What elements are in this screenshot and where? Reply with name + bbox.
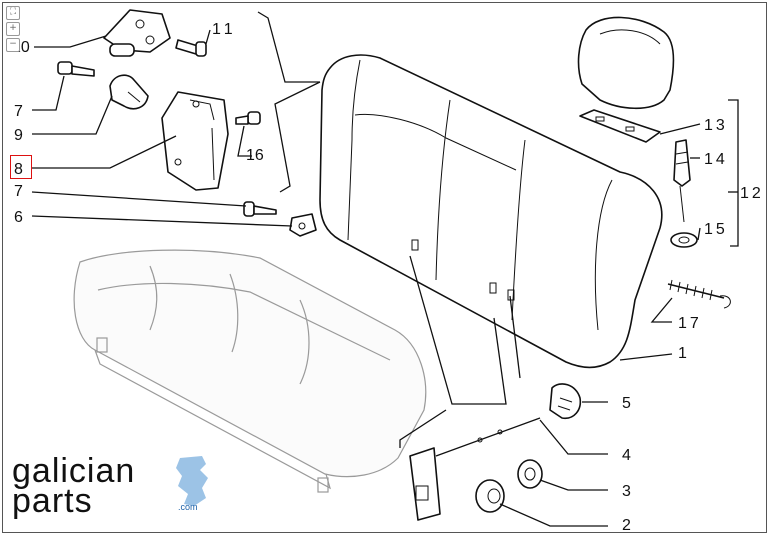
logo-wordmark: galician parts (12, 452, 136, 520)
callout-5[interactable]: 5 (622, 395, 631, 412)
spring-17[interactable] (667, 279, 731, 309)
bolt-7-lower[interactable] (243, 201, 277, 217)
callout-2[interactable]: 2 (622, 517, 631, 534)
callout-14[interactable]: 14 (704, 151, 728, 168)
callout-8[interactable]: 8 (14, 161, 23, 178)
headrest[interactable] (577, 16, 675, 110)
callout-7-lower[interactable]: 7 (14, 183, 23, 200)
callout-16[interactable]: 16 (246, 147, 264, 164)
guide-tube-14[interactable] (673, 139, 691, 223)
clip-9[interactable] (109, 74, 149, 110)
bushing-3[interactable] (517, 459, 543, 489)
lock-button-5[interactable] (549, 383, 582, 420)
callout-1[interactable]: 1 (678, 345, 687, 362)
callout-6[interactable]: 6 (14, 209, 23, 226)
map-mark-icon (176, 456, 208, 506)
callout-3[interactable]: 3 (622, 483, 631, 500)
callout-17[interactable]: 17 (678, 315, 702, 332)
leader-lines (31, 29, 739, 527)
bolt-11[interactable] (175, 39, 207, 57)
highlighted-callout-box (10, 155, 32, 179)
release-rod-4[interactable] (409, 417, 541, 521)
seat-cushion-ghost (73, 249, 427, 493)
hinge-bracket[interactable] (103, 9, 171, 57)
zoom-in-icon[interactable]: + (6, 22, 20, 36)
fit-screen-icon[interactable]: ⛶ (6, 6, 20, 20)
zoom-out-icon[interactable]: − (6, 38, 20, 52)
bolt-7-upper[interactable] (57, 61, 95, 77)
cap-2[interactable] (475, 479, 505, 513)
callout-12[interactable]: 12 (740, 185, 764, 202)
group-bracket-left (257, 11, 321, 193)
callout-11[interactable]: 11 (212, 21, 237, 38)
callout-9[interactable]: 9 (14, 127, 23, 144)
galicianparts-logo: galician parts .com (12, 452, 212, 520)
logo-domain: .com (178, 502, 198, 512)
callout-labels: 10 11 7 9 8 16 7 6 13 14 12 15 17 1 5 4 … (12, 21, 764, 534)
screw-16[interactable] (235, 111, 261, 125)
zoom-toolbar: ⛶ + − (6, 6, 20, 52)
plate-13[interactable] (579, 109, 661, 143)
logo-line-2: parts (12, 482, 93, 520)
callout-7-upper[interactable]: 7 (14, 103, 23, 120)
callout-13[interactable]: 13 (704, 117, 728, 134)
logo-line-1: galician (12, 452, 136, 490)
seat-backrest[interactable] (319, 54, 663, 369)
callout-4[interactable]: 4 (622, 447, 631, 464)
nut-6[interactable] (289, 213, 317, 237)
mounting-bracket-8[interactable] (161, 91, 229, 191)
washer-15[interactable] (670, 232, 698, 248)
callout-15[interactable]: 15 (704, 221, 728, 238)
